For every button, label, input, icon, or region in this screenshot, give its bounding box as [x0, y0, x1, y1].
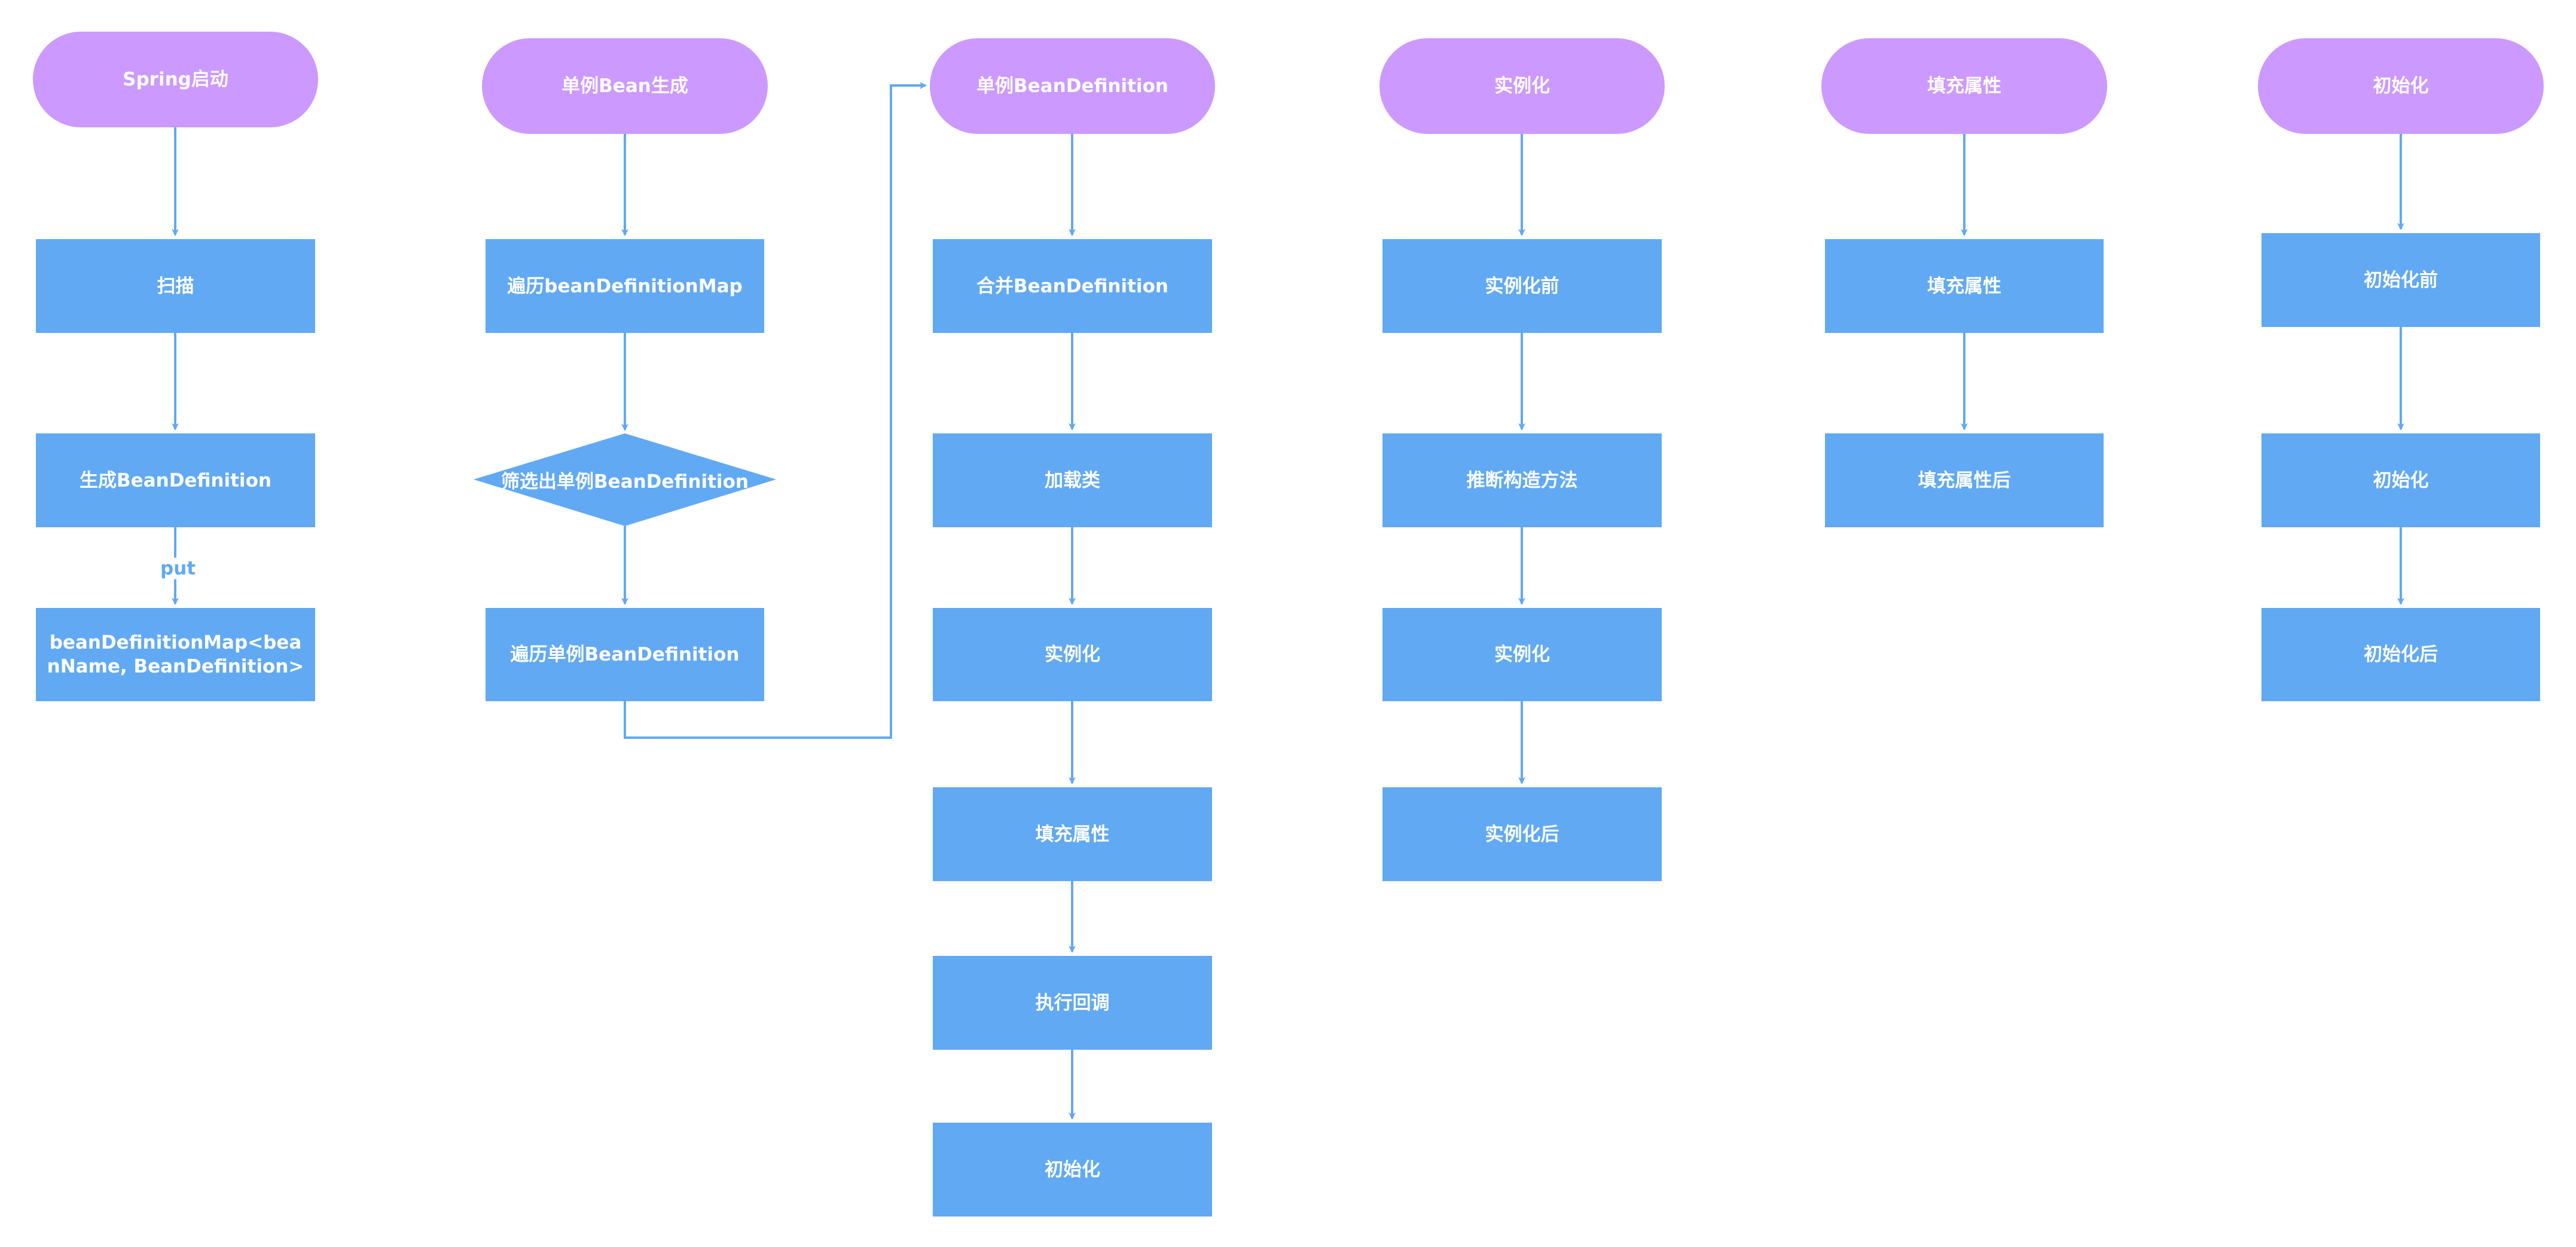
terminal-initialization[interactable]: 初始化 — [2258, 38, 2544, 134]
step-initialization[interactable]: 初始化 — [2261, 433, 2540, 527]
step-initialize[interactable]: 初始化 — [933, 1123, 1212, 1217]
step-iterate-beandefinitionmap[interactable]: 遍历beanDefinitionMap — [486, 239, 764, 333]
edge-label-put: put — [158, 558, 199, 579]
step-after-initialization[interactable]: 初始化后 — [2261, 608, 2540, 701]
step-after-populate-properties[interactable]: 填充属性后 — [1825, 433, 2104, 527]
terminal-singleton-beandefinition[interactable]: 单例BeanDefinition — [930, 38, 1215, 134]
step-generate-beandefinition[interactable]: 生成BeanDefinition — [36, 433, 315, 527]
step-populate-properties-2[interactable]: 填充属性 — [1825, 239, 2104, 333]
edge-iterate-singleton-to-beandefinition — [624, 82, 927, 739]
step-instantiate-2[interactable]: 实例化 — [1382, 608, 1662, 701]
step-infer-constructor[interactable]: 推断构造方法 — [1382, 433, 1662, 527]
decision-diamond — [474, 433, 776, 526]
step-instantiate[interactable]: 实例化 — [933, 608, 1212, 701]
step-after-instantiation[interactable]: 实例化后 — [1382, 787, 1662, 881]
step-execute-callbacks[interactable]: 执行回调 — [933, 956, 1212, 1050]
decision-filter-singleton[interactable]: 筛选出单例BeanDefinition — [501, 471, 749, 493]
step-before-initialization[interactable]: 初始化前 — [2261, 233, 2540, 327]
terminal-singleton-bean-generation[interactable]: 单例Bean生成 — [482, 38, 768, 134]
step-before-instantiation[interactable]: 实例化前 — [1382, 239, 1662, 333]
step-scan[interactable]: 扫描 — [36, 239, 315, 333]
step-merge-beandefinition[interactable]: 合并BeanDefinition — [933, 239, 1212, 333]
step-beandefinition-map[interactable]: beanDefinitionMap<beanName, BeanDefiniti… — [36, 608, 315, 701]
terminal-populate-properties[interactable]: 填充属性 — [1821, 38, 2107, 134]
terminal-instantiation[interactable]: 实例化 — [1379, 38, 1665, 134]
step-load-class[interactable]: 加载类 — [933, 433, 1212, 527]
terminal-spring-start[interactable]: Spring启动 — [33, 32, 318, 127]
step-iterate-singleton-beandefinition[interactable]: 遍历单例BeanDefinition — [486, 608, 764, 701]
step-populate-properties[interactable]: 填充属性 — [933, 787, 1212, 881]
